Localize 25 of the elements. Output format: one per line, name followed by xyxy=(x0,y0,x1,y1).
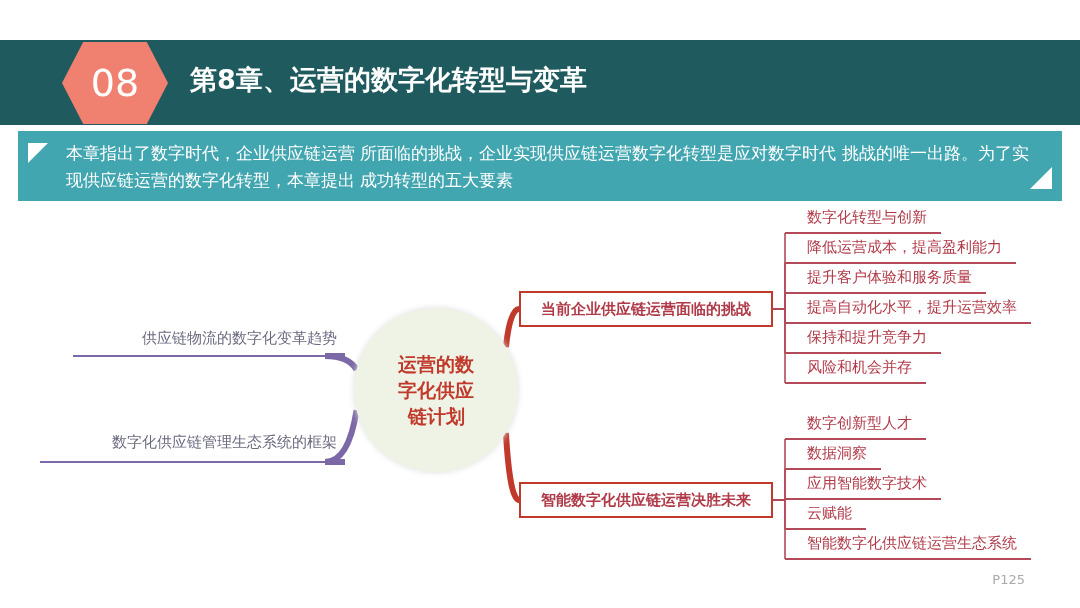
subtopic-text: 智能数字化供应链运营生态系统 xyxy=(785,532,1031,560)
subtopic-text: 风险和机会并存 xyxy=(785,356,926,384)
subtopic-text: 数据洞察 xyxy=(785,442,881,470)
central-topic-circle: 运营的数字化供应链计划 xyxy=(354,308,518,472)
subtopic-text: 保持和提升竞争力 xyxy=(785,326,941,354)
subtopic-text: 云赋能 xyxy=(785,502,866,530)
subtopic-text: 数字创新型人才 xyxy=(785,412,926,440)
subtopic-text: 提高自动化水平，提升运营效率 xyxy=(785,296,1031,324)
topic-text: 供应链物流的数字化变革趋势 xyxy=(73,329,345,357)
subtopic-text: 提升客户体验和服务质量 xyxy=(785,266,986,294)
connector-line xyxy=(322,353,360,372)
subtopic-text: 数字化转型与创新 xyxy=(785,206,941,234)
connector-line xyxy=(772,499,786,560)
summary-banner: 本章指出了数字时代，企业供应链运营 所面临的挑战，企业实现供应链运营数字化转型是应对数字时代 挑战的唯一出路。为了实现供应链运营的数字化转型，本章提出 成功转型的五大要素 xyxy=(18,131,1062,201)
chapter-title: 第8章、运营的数字化转型与变革 xyxy=(190,63,587,97)
subtopic-text: 降低运营成本，提高盈利能力 xyxy=(785,236,1016,264)
branch-topic-box: 智能数字化供应链运营决胜未来 xyxy=(519,482,773,518)
topic-text: 数字化供应链管理生态系统的框架 xyxy=(40,433,345,463)
connector-line xyxy=(322,409,360,465)
page-number: P125 xyxy=(992,572,1025,587)
branch-topic-box: 当前企业供应链运营面临的挑战 xyxy=(519,291,773,327)
connector-line xyxy=(502,306,520,348)
connector-line xyxy=(502,432,521,503)
connector-line xyxy=(772,308,786,384)
subtopic-text: 应用智能数字技术 xyxy=(785,472,941,500)
